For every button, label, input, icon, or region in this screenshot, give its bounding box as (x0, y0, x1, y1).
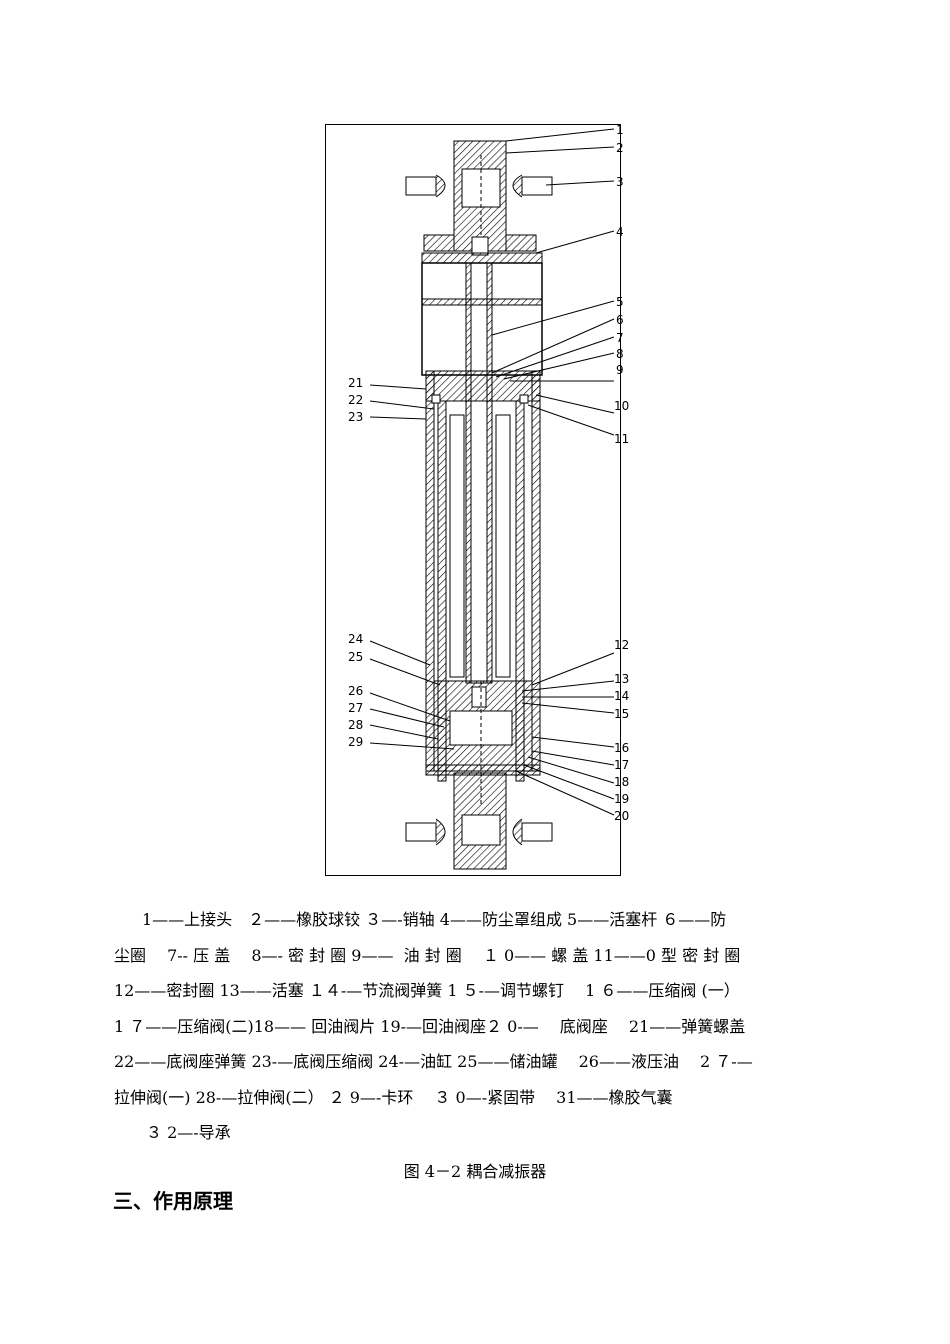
callout-7: 7 (616, 331, 624, 345)
callout-26: 26 (348, 684, 363, 698)
callout-14: 14 (614, 689, 629, 703)
callout-12: 12 (614, 638, 629, 652)
section-heading: 三、作用原理 (113, 1189, 233, 1213)
callout-28: 28 (348, 718, 363, 732)
callout-15: 15 (614, 707, 629, 721)
callout-27: 27 (348, 701, 363, 715)
shock-absorber-figure: 1 2 3 4 5 6 7 8 9 10 11 12 13 14 15 16 1… (325, 123, 629, 876)
lower-joint (405, 772, 553, 870)
legend-line: 拉伸阀(一) 28-—拉伸阀(二） ２ 9—-卡环 ３ 0—-紧固带 31——橡… (114, 1087, 673, 1107)
callout-22: 22 (348, 393, 363, 407)
callout-21: 21 (348, 376, 363, 390)
callout-17: 17 (614, 758, 629, 772)
callout-16: 16 (614, 741, 629, 755)
figure-title: 图 4－2 耦合减振器 (403, 1162, 547, 1181)
callout-1: 1 (616, 123, 624, 137)
callout-leaders-left (369, 384, 455, 750)
callout-18: 18 (614, 775, 629, 789)
callout-9: 9 (616, 363, 624, 377)
callout-24: 24 (348, 632, 363, 646)
parts-legend: 1——上接头 ２——橡胶球铰 ３—-销轴 4——防尘罩组成 5——活塞杆 ６——… (114, 902, 839, 1151)
callout-13: 13 (614, 672, 629, 686)
callout-8: 8 (616, 347, 624, 361)
callout-25: 25 (348, 650, 363, 664)
callout-19: 19 (614, 792, 629, 806)
legend-line: 12——密封圈 13——活塞 １４-—节流阀弹簧 1 ５-—调节螺钉 1 ６——… (114, 981, 740, 1000)
shock-absorber-drawing: 1 2 3 4 5 6 7 8 9 10 11 12 13 14 15 16 1… (348, 123, 629, 870)
legend-line: 22——底阀座弹簧 23-—底阀压缩阀 24-—油缸 25——储油罐 26——液… (114, 1052, 753, 1071)
piston-rod (465, 262, 493, 684)
callout-23: 23 (348, 410, 363, 424)
callout-leaders-right (491, 128, 615, 816)
callout-6: 6 (616, 313, 624, 327)
callout-2: 2 (616, 141, 624, 155)
callout-4: 4 (616, 225, 624, 239)
callout-20: 20 (614, 809, 629, 823)
upper-joint (405, 140, 553, 256)
piston-assembly (425, 680, 541, 805)
callout-3: 3 (616, 175, 624, 189)
callout-5: 5 (616, 295, 624, 309)
callout-29: 29 (348, 735, 363, 749)
legend-line: 尘圈 7-- 压 盖 8—- 密 封 圈 9—— 油 封 圈 １ 0—— 螺 盖… (114, 945, 741, 965)
dust-cover (421, 252, 543, 376)
legend-line: ３ 2—-导承 (146, 1123, 231, 1142)
legend-line: 1——上接头 ２——橡胶球铰 ３—-销轴 4——防尘罩组成 5——活塞杆 ６——… (142, 910, 727, 929)
legend-line: 1 ７——压缩阀(二)18—— 回油阀片 19-—回油阀座２ 0-— 底阀座 2… (114, 1016, 746, 1036)
callout-11: 11 (614, 432, 629, 446)
callout-10: 10 (614, 399, 629, 413)
